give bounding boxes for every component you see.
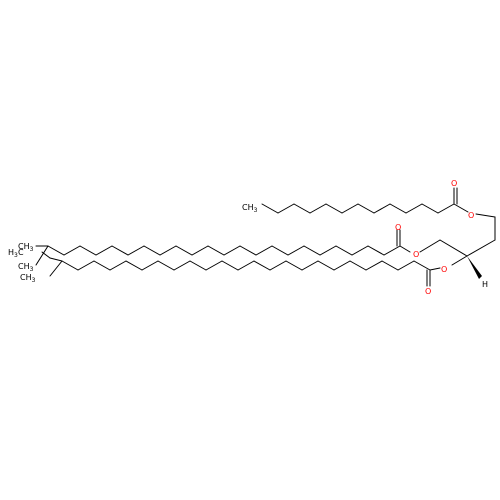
acyl-chain-middle-bond (63, 245, 81, 256)
acyl-chain-bottom-bond (269, 260, 287, 271)
acyl-chain-middle-bond (175, 245, 193, 256)
acyl-chain-top-bond (261, 203, 279, 214)
ethyl-bond (49, 257, 63, 262)
acyl-chain-middle-bond (207, 245, 225, 256)
carbonyl-oxygen-top: O (451, 179, 457, 188)
acyl-chain-bottom-bond (317, 260, 335, 271)
glycerol-bond (475, 213, 496, 218)
acyl-chain-top-bond (293, 203, 311, 214)
acyl-chain-top-bond (373, 203, 391, 214)
acyl-chain-bottom-bond (333, 260, 351, 271)
acyl-chain-middle-bond (47, 245, 65, 256)
carbonyl-oxygen-middle: O (395, 223, 401, 232)
acyl-chain-bottom-bond (109, 260, 127, 271)
terminal-methyl-top: CH3 (242, 203, 258, 214)
methyl-group-1: CH3 (18, 242, 34, 253)
acyl-chain-middle-bond (255, 245, 273, 256)
acyl-chain-bottom-bond (365, 260, 383, 271)
acyl-chain-bottom-bond (205, 260, 223, 271)
acyl-chain-bottom-bond (381, 260, 399, 271)
acyl-chain-bottom-bond (253, 260, 271, 271)
acyl-chain-bottom-bond (189, 260, 207, 271)
carbonyl-oxygen-bottom: O (425, 287, 431, 296)
acyl-chain-bottom-bond (61, 260, 79, 271)
acyl-chain-middle-bond (367, 245, 385, 256)
acyl-chain-middle-bond (287, 245, 305, 256)
acyl-chain-top-bond (437, 203, 455, 214)
acyl-chain-bottom-bond (173, 260, 191, 271)
acyl-chain-bottom-bond (413, 260, 431, 271)
ethyl-bond (41, 251, 51, 259)
acyl-chain-middle-bond (223, 245, 241, 256)
acyl-chain-bottom-bond (77, 260, 95, 271)
methyl-group-2: CH3 (18, 262, 34, 273)
acyl-chain-top-bond (405, 203, 423, 214)
ester-bond-middle (399, 245, 411, 253)
methyl-group-3: CH3 (20, 273, 36, 284)
ester-bond-bottom (451, 255, 468, 266)
acyl-chain-middle-bond (239, 245, 257, 256)
acyl-chain-middle-bond (159, 245, 177, 256)
ethyl-carbon: C (18, 248, 24, 257)
acyl-chain-top-bond (309, 203, 327, 214)
acyl-chain-middle-bond (111, 245, 129, 256)
acyl-chain-middle-bond (303, 245, 321, 256)
acyl-chain-middle-bond (95, 245, 113, 256)
acyl-chain-bottom-bond (141, 260, 159, 271)
acyl-chain-middle-bond (127, 245, 145, 256)
glycerol-bond (466, 239, 496, 257)
ester-oxygen-middle: O (413, 250, 419, 259)
acyl-chain-middle-bond (79, 245, 97, 256)
ester-bond-middle (419, 239, 441, 253)
ester-bond-bottom (429, 267, 441, 271)
acyl-chain-bottom-bond (285, 260, 303, 271)
acyl-chain-bottom-bond (125, 260, 143, 271)
acyl-chain-bottom-bond (301, 260, 319, 271)
acyl-chain-top-bond (421, 203, 439, 214)
acyl-chain-top-bond (357, 203, 375, 214)
ester-oxygen-bottom: O (441, 265, 447, 274)
acyl-chain-bottom-bond (237, 260, 255, 271)
ester-oxygen-top: O (468, 211, 474, 220)
glycerol-bond (439, 239, 468, 257)
acyl-chain-bottom-bond (157, 260, 175, 271)
acyl-chain-middle-bond (271, 245, 289, 256)
acyl-chain-bottom-bond (349, 260, 367, 271)
acyl-chain-top-bond (325, 203, 343, 214)
ethyl-group: H3 (8, 248, 18, 259)
acyl-chain-middle-bond (143, 245, 161, 256)
acyl-chain-middle-bond (335, 245, 353, 256)
acyl-chain-middle-bond (383, 245, 401, 256)
acyl-chain-bottom-bond (221, 260, 239, 271)
stereo-hydrogen: H (482, 280, 488, 289)
acyl-chain-top-bond (389, 203, 407, 214)
acyl-chain-bottom-bond (397, 260, 415, 271)
acyl-chain-middle-bond (319, 245, 337, 256)
ester-bond-top (453, 203, 469, 213)
acyl-chain-middle-bond (351, 245, 369, 256)
acyl-chain-bottom-bond (93, 260, 111, 271)
bond-layer (35, 187, 496, 287)
acyl-chain-top-bond (341, 203, 359, 214)
acyl-chain-top-bond (277, 203, 295, 214)
acyl-chain-middle-bond (191, 245, 209, 256)
stereo-wedge (467, 256, 482, 279)
methyl-bond (35, 245, 49, 266)
methyl-bond (49, 260, 63, 277)
